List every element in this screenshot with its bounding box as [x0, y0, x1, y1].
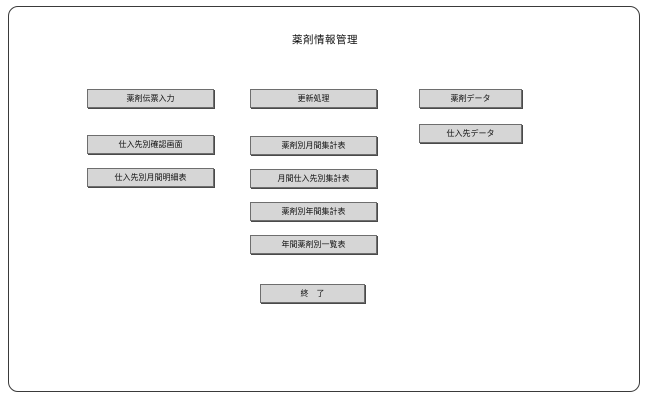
exit-label: 終了: [300, 289, 333, 298]
yearly-drug-list-label: 年間薬剤別一覧表: [281, 240, 346, 249]
drug-yearly-summary-label: 薬剤別年間集計表: [281, 207, 346, 216]
page-title: 薬剤情報管理: [292, 34, 358, 46]
supplier-data-button[interactable]: 仕入先データ: [419, 124, 522, 143]
update-process-label: 更新処理: [297, 94, 330, 103]
update-process-button[interactable]: 更新処理: [250, 89, 377, 108]
monthly-supplier-summary-label: 月間仕入先別集計表: [277, 174, 350, 183]
yearly-drug-list-button[interactable]: 年間薬剤別一覧表: [250, 235, 377, 254]
drug-monthly-summary-button[interactable]: 薬剤別月間集計表: [250, 136, 377, 155]
supplier-monthly-detail-button[interactable]: 仕入先別月間明細表: [87, 168, 214, 187]
main-window-frame: [8, 6, 640, 392]
supplier-confirm-screen-label: 仕入先別確認画面: [118, 140, 183, 149]
drug-data-button[interactable]: 薬剤データ: [419, 89, 522, 108]
exit-button[interactable]: 終了: [260, 284, 365, 303]
drug-data-label: 薬剤データ: [450, 94, 491, 103]
monthly-supplier-summary-button[interactable]: 月間仕入先別集計表: [250, 169, 377, 188]
drug-slip-input-label: 薬剤伝票入力: [126, 94, 175, 103]
supplier-confirm-screen-button[interactable]: 仕入先別確認画面: [87, 135, 214, 154]
supplier-data-label: 仕入先データ: [446, 129, 495, 138]
supplier-monthly-detail-label: 仕入先別月間明細表: [114, 173, 187, 182]
drug-slip-input-button[interactable]: 薬剤伝票入力: [87, 89, 214, 108]
drug-yearly-summary-button[interactable]: 薬剤別年間集計表: [250, 202, 377, 221]
drug-monthly-summary-label: 薬剤別月間集計表: [281, 141, 346, 150]
